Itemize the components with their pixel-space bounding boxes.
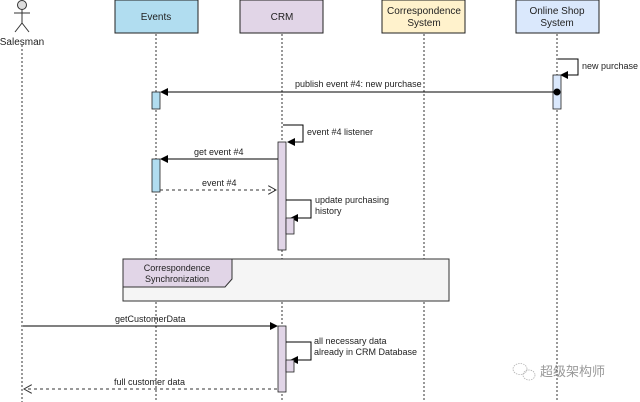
participant-label-line1: Online Shop	[529, 6, 584, 17]
participant-label-line2: System	[540, 18, 573, 29]
participant-correspondence[interactable]: Correspondence System	[381, 0, 466, 34]
actor-salesman[interactable]: Salesman	[0, 0, 44, 49]
message-label: event #4 listener	[307, 127, 373, 137]
participant-crm[interactable]: CRM	[239, 0, 324, 34]
message-label: getCustomerData	[115, 314, 186, 324]
participant-label: Salesman	[0, 37, 44, 48]
message-get-event[interactable]: get event #4	[160, 147, 278, 163]
activation-crm-nested-1	[285, 217, 295, 235]
stick-figure-icon	[14, 0, 30, 33]
message-label: event #4	[202, 178, 237, 188]
message-new-purchase[interactable]: new purchase	[558, 58, 638, 79]
participant-label: CRM	[271, 12, 294, 23]
message-event-listener[interactable]: event #4 listener	[283, 124, 373, 146]
message-get-customer-data[interactable]: getCustomerData	[23, 314, 278, 330]
message-label: get event #4	[194, 147, 244, 157]
message-label: new purchase	[582, 61, 638, 71]
participant-shop[interactable]: Online Shop System	[515, 0, 600, 34]
participant-box	[239, 0, 324, 34]
fragment-label-line2: Synchronization	[145, 274, 209, 284]
message-label-line2: history	[315, 206, 342, 216]
found-message-dot-icon	[553, 88, 561, 96]
fragment-correspondence-sync[interactable]: Correspondence Synchronization	[122, 258, 450, 302]
message-label-line1: all necessary data	[314, 336, 387, 346]
message-label: publish event #4: new purchase	[295, 79, 422, 89]
watermark: 超级架构师	[512, 363, 605, 381]
activation-crm-1	[277, 141, 287, 251]
message-label-line2: already in CRM Database	[314, 347, 417, 357]
message-full-customer-data[interactable]: full customer data	[24, 377, 277, 389]
activation-events-2	[151, 158, 161, 193]
wechat-icon	[512, 363, 536, 381]
participant-box	[381, 0, 466, 34]
participant-label: Events	[141, 12, 172, 23]
activation-events-1	[151, 91, 161, 110]
participant-label-line2: System	[407, 18, 440, 29]
message-data-in-crm[interactable]: all necessary data already in CRM Databa…	[285, 336, 417, 373]
participant-label-line1: Correspondence	[387, 6, 461, 17]
message-event-return[interactable]: event #4	[160, 178, 276, 190]
participant-box	[515, 0, 600, 34]
activation-crm-2	[277, 325, 287, 393]
message-publish-event[interactable]: publish event #4: new purchase	[160, 79, 561, 96]
fragment-label-tab	[122, 258, 233, 288]
fragment-label-line1: Correspondence	[144, 263, 211, 273]
message-label-line1: update purchasing	[315, 195, 389, 205]
activation-crm-nested-2	[285, 359, 295, 373]
participant-box	[114, 0, 199, 34]
watermark-text: 超级架构师	[540, 365, 605, 380]
message-label: full customer data	[114, 377, 185, 387]
message-update-history[interactable]: update purchasing history	[285, 195, 389, 235]
participant-events[interactable]: Events	[114, 0, 199, 34]
